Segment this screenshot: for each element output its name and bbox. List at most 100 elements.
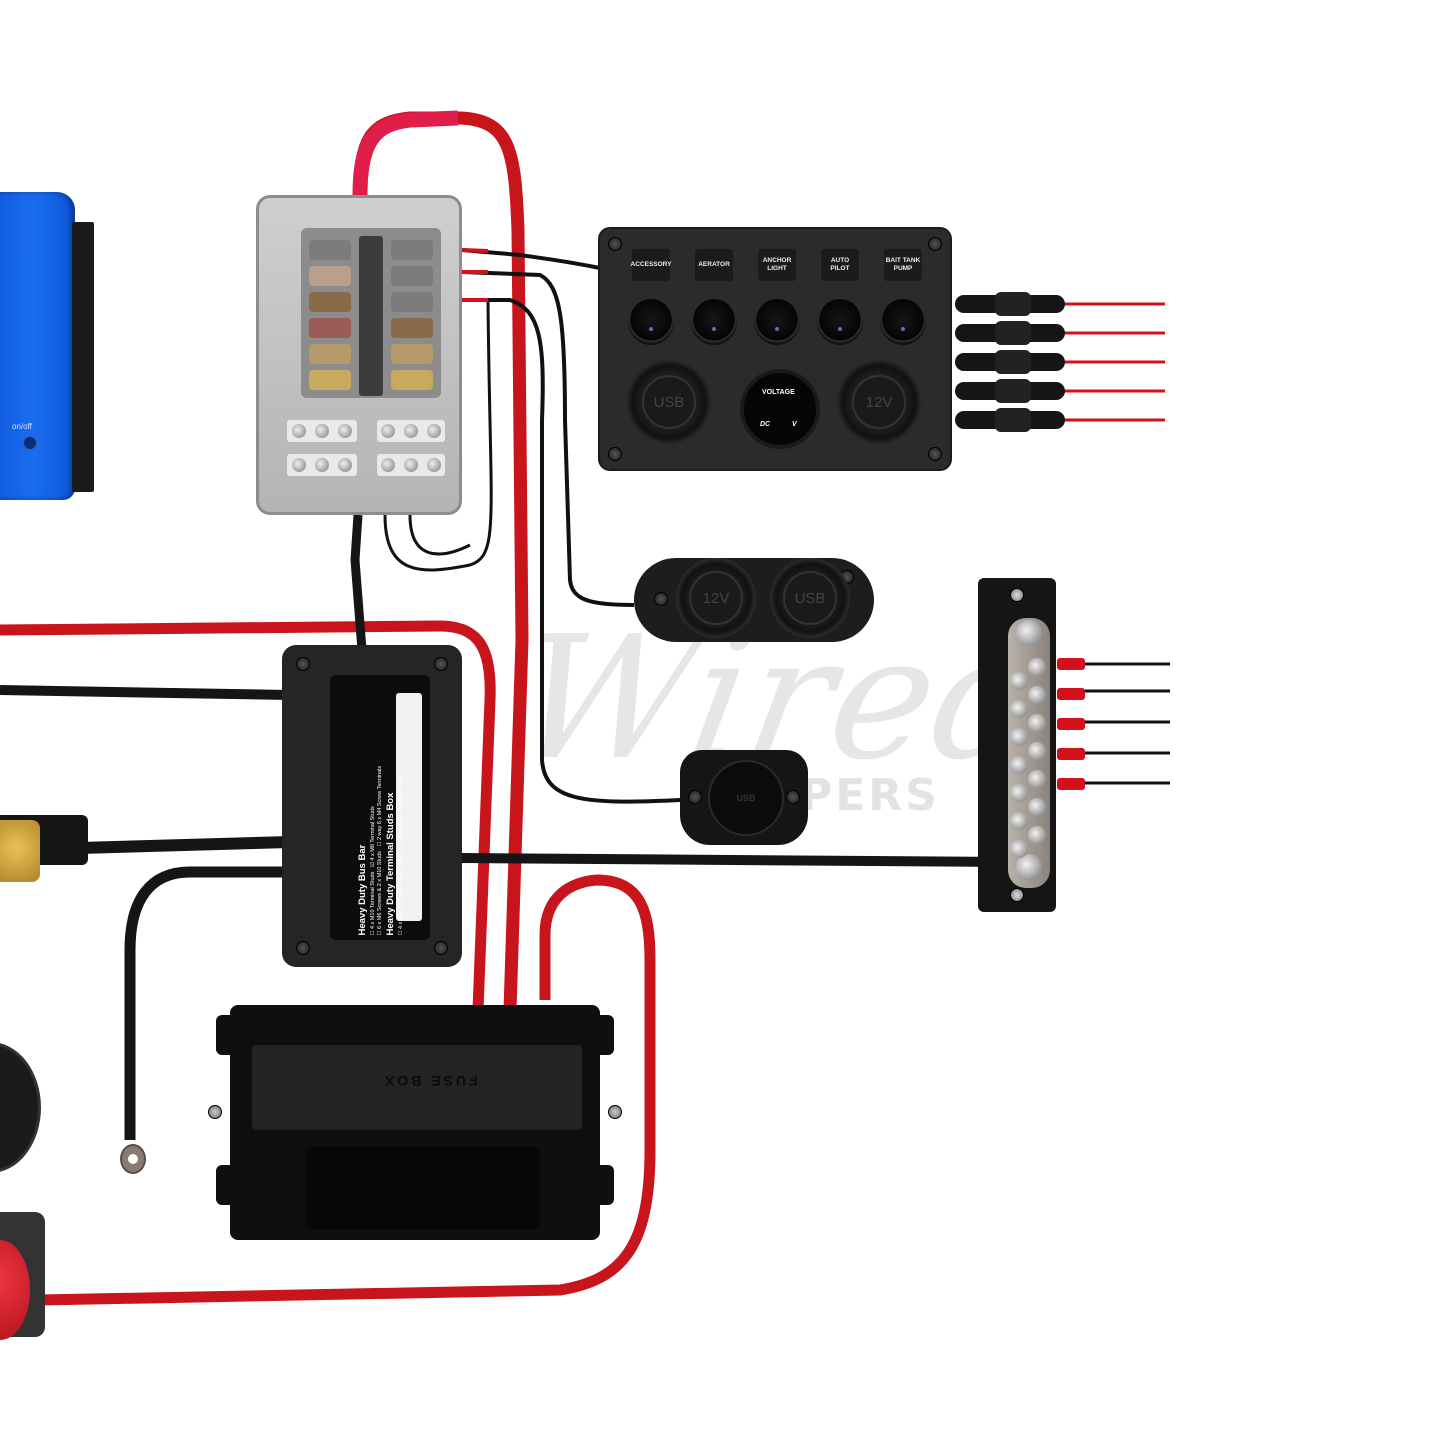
- stud-row-4: [377, 454, 445, 476]
- switch-panel-output-wires: [1060, 302, 1165, 422]
- usb-dial[interactable]: USB: [708, 760, 784, 836]
- fuse-box-tab: [216, 1015, 242, 1055]
- blade-fuse-left-4[interactable]: [309, 318, 351, 338]
- battery-charger: [0, 192, 75, 500]
- screw-icon: [296, 941, 310, 955]
- voltmeter-dc: DC: [760, 421, 771, 428]
- blade-fuse-right-6[interactable]: [391, 370, 433, 390]
- inline-fuse-holder: [955, 379, 1065, 403]
- terminal-screw[interactable]: [1028, 826, 1046, 844]
- rocker-switch-3[interactable]: [754, 299, 800, 345]
- dual-12v-socket[interactable]: 12V: [676, 558, 756, 638]
- switch-label-2: AERATOR: [695, 249, 733, 281]
- black-wire-small-2: [408, 514, 471, 556]
- voltmeter: VOLTAGE DC V: [740, 369, 820, 449]
- rocker-switch-4[interactable]: [817, 299, 863, 345]
- terminal-screw[interactable]: [1010, 728, 1028, 746]
- screw-icon: [1010, 588, 1024, 602]
- screw-icon: [608, 447, 622, 461]
- inline-fuse-cap[interactable]: [995, 408, 1031, 432]
- terminal-screw[interactable]: [1010, 784, 1028, 802]
- red-cable-fusebox-loop: [39, 874, 656, 1306]
- voltmeter-label: VOLTAGE: [762, 389, 795, 396]
- inline-fuse-cap[interactable]: [995, 292, 1031, 316]
- blade-fuse-left-6[interactable]: [309, 370, 351, 390]
- rocker-switch-1[interactable]: [628, 299, 674, 345]
- black-cable-terminalbar: [459, 853, 1011, 867]
- screw-icon: [434, 941, 448, 955]
- bus-bar-label-blank: [396, 693, 422, 921]
- dual-usb-socket[interactable]: USB: [770, 558, 850, 638]
- usb-socket-cap: USB: [642, 375, 696, 429]
- inline-fuse-cap[interactable]: [995, 379, 1031, 403]
- inline-fuse-holder: [955, 292, 1065, 316]
- terminal-screw[interactable]: [1028, 770, 1046, 788]
- terminal-screw[interactable]: [1010, 700, 1028, 718]
- crimp-connector: [1057, 718, 1085, 730]
- bus-bar-option: 6 x M6 Screws & 2 x M10 Studs: [377, 850, 383, 929]
- usb-charger-socket: USB: [680, 750, 808, 845]
- blade-fuse-left-1[interactable]: [309, 240, 351, 260]
- terminal-stud[interactable]: [1016, 854, 1042, 880]
- terminal-screw[interactable]: [1010, 756, 1028, 774]
- terminal-screw[interactable]: [1028, 686, 1046, 704]
- screw-icon: [654, 592, 668, 606]
- inline-fuse-holder: [955, 321, 1065, 345]
- terminal-screw[interactable]: [1028, 742, 1046, 760]
- terminal-screw[interactable]: [1010, 672, 1028, 690]
- screw-icon: [434, 657, 448, 671]
- terminal-screw[interactable]: [1028, 658, 1046, 676]
- stud-row-2: [377, 420, 445, 442]
- screw-icon: [786, 790, 800, 804]
- fuse-box: FUSE BOX: [208, 1005, 622, 1240]
- fuse-box-lid[interactable]: FUSE BOX: [252, 1045, 582, 1130]
- studs-option: 2 x M10 & 2 x M8: [398, 858, 404, 901]
- terminal-screw[interactable]: [1010, 812, 1028, 830]
- blade-fuse-left-3[interactable]: [309, 292, 351, 312]
- fuse-box-window: [305, 1147, 540, 1229]
- terminal-screw[interactable]: [1028, 798, 1046, 816]
- terminal-stud[interactable]: [1016, 620, 1042, 646]
- switch-label-4: AUTO PILOT: [821, 249, 859, 281]
- terminal-strip: [1008, 618, 1050, 888]
- inline-fuse-cap[interactable]: [995, 350, 1031, 374]
- red-wire-output-2: [461, 270, 635, 607]
- blade-fuse-left-2[interactable]: [309, 266, 351, 286]
- dual-usb-cap: USB: [783, 571, 837, 625]
- blade-fuse-right-3[interactable]: [391, 292, 433, 312]
- rocker-switch-2[interactable]: [691, 299, 737, 345]
- fuse-block: [256, 195, 462, 515]
- terminal-screw[interactable]: [1028, 714, 1046, 732]
- dual-socket-panel: 12V USB: [634, 558, 874, 642]
- fuse-box-tab: [216, 1165, 242, 1205]
- red-cable-left-loop: [0, 620, 496, 1011]
- 12v-socket[interactable]: 12V: [836, 359, 922, 445]
- inline-fuse-holder: [955, 350, 1065, 374]
- rocker-switch-5[interactable]: [880, 299, 926, 345]
- charger-power-button[interactable]: [22, 435, 38, 451]
- screw-icon: [688, 790, 702, 804]
- led-indicator-icon: [775, 327, 779, 331]
- fuse-box-tab: [588, 1165, 614, 1205]
- blade-fuse-right-4[interactable]: [391, 318, 433, 338]
- terminal-bus-bar: [978, 578, 1056, 912]
- terminal-screw[interactable]: [1010, 840, 1028, 858]
- black-cable-fuseblock-bus: [350, 514, 367, 651]
- blade-fuse-right-2[interactable]: [391, 266, 433, 286]
- blade-fuse-right-5[interactable]: [391, 344, 433, 364]
- studs-option: 4 x M8 Isolated Terminal Studs: [398, 775, 404, 851]
- black-wire-small-1: [383, 299, 493, 572]
- usb-socket[interactable]: USB: [626, 359, 712, 445]
- stud-row-3: [287, 454, 357, 476]
- crimp-connector: [1057, 688, 1085, 700]
- screw-icon: [928, 237, 942, 251]
- usb-label: USB: [736, 793, 756, 803]
- brass-terminal: [0, 820, 40, 882]
- terminal-bar-output-wires: [1075, 662, 1170, 785]
- bus-bar-label: Heavy Duty Bus Bar ☐ 4 x M10 Terminal St…: [330, 675, 430, 940]
- blade-fuse-right-1[interactable]: [391, 240, 433, 260]
- blade-fuse-left-5[interactable]: [309, 344, 351, 364]
- black-cable-breaker: [79, 836, 291, 854]
- inline-fuse-cap[interactable]: [995, 321, 1031, 345]
